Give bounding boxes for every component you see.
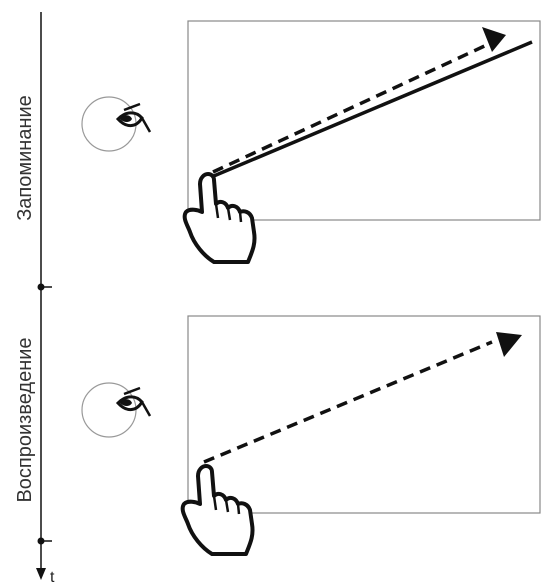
dashed-target-line [212, 41, 492, 174]
eye-circle [81, 382, 137, 438]
timeline-arrowhead [36, 568, 46, 580]
pointing-hand-icon [182, 172, 257, 264]
phase-label-memorize: Запоминание [14, 95, 36, 221]
screen-frame [187, 315, 541, 514]
eye-icon [116, 386, 152, 418]
memorize-panel [81, 20, 541, 264]
dashed-target-line [203, 340, 493, 464]
reproduce-panel [81, 315, 541, 556]
timeline-axis: t [36, 12, 55, 584]
pointing-hand-icon [180, 464, 255, 556]
screen-frame [187, 20, 541, 221]
arrowhead-icon [496, 332, 522, 357]
phase-label-reproduce: Воспроизведение [14, 337, 36, 502]
solid-trace-line [208, 40, 533, 180]
time-axis-label: t [50, 569, 55, 584]
eye-icon [116, 102, 152, 134]
arrowhead-icon [482, 27, 506, 52]
